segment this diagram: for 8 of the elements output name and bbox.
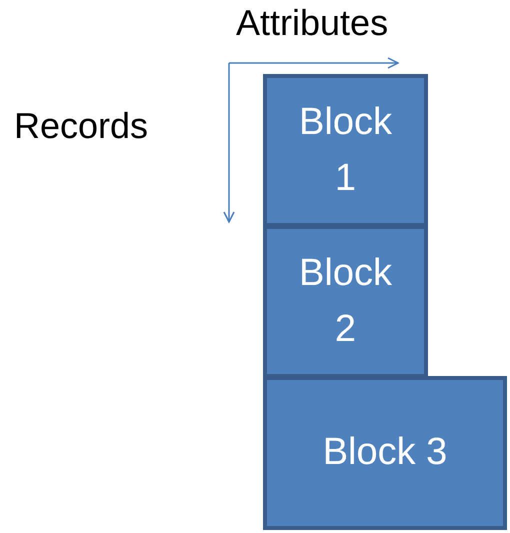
block-label: Block 3 — [322, 430, 448, 476]
block-box — [263, 376, 507, 530]
axis-label: Records — [14, 105, 148, 147]
axis-label: Attributes — [236, 2, 388, 44]
block-box — [263, 225, 428, 378]
block-label: Block 1 — [298, 100, 393, 200]
block-box — [263, 74, 428, 227]
block-label: Block 2 — [298, 251, 393, 352]
